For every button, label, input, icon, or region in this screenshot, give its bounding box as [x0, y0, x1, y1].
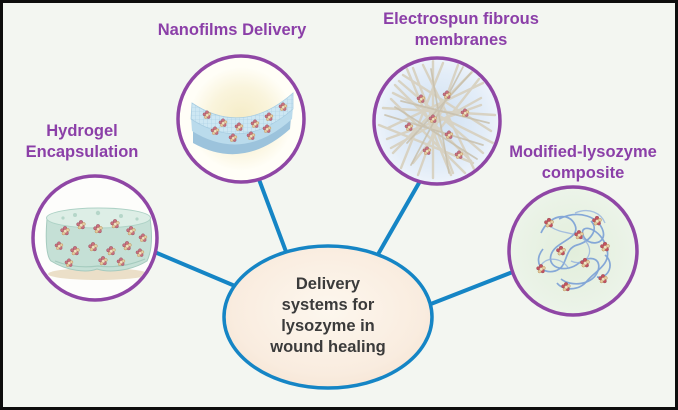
label-line: Delivery [295, 275, 361, 293]
node-nanofilms-delivery [176, 54, 306, 184]
label-line: Nanofilms Delivery [157, 21, 307, 39]
label-line: Hydrogel [46, 122, 118, 140]
node-circle [507, 185, 639, 317]
polymer-lysozyme-composite-illustration [536, 209, 611, 292]
label-line: composite [541, 164, 625, 182]
connector-modified [416, 264, 530, 311]
label-line: Encapsulation [25, 143, 139, 161]
label-line: Modified-lysozyme [509, 143, 657, 161]
label-hydrogel-encapsulation: Hydrogel Encapsulation [26, 121, 139, 163]
label-modified-lysozyme-composite: Modified-lysozyme composite [509, 142, 657, 184]
node-modified-lysozyme-composite [507, 185, 639, 317]
center-node-ellipse [222, 244, 434, 390]
label-nanofilms-delivery: Nanofilms Delivery [158, 20, 307, 41]
label-line: membranes [414, 31, 508, 49]
node-electrospun-fibrous-membranes [372, 56, 502, 186]
hydrogel-block-illustration [45, 207, 152, 280]
label-electrospun-fibrous-membranes: Electrospun fibrous membranes [383, 9, 539, 51]
diagram-canvas [31, 54, 639, 390]
label-line: systems for [281, 296, 375, 314]
label-line: wound healing [270, 338, 386, 356]
node-hydrogel-encapsulation [31, 174, 159, 302]
label-line: lysozyme in [281, 317, 375, 335]
connector-electrospun [371, 167, 429, 265]
label-line: Electrospun fibrous [383, 10, 539, 28]
center-node-label: Delivery systems for lysozyme in wound h… [270, 274, 386, 358]
electrospun-fiber-mesh-illustration [377, 60, 497, 180]
nanofilm-sheet-illustration [189, 67, 294, 171]
